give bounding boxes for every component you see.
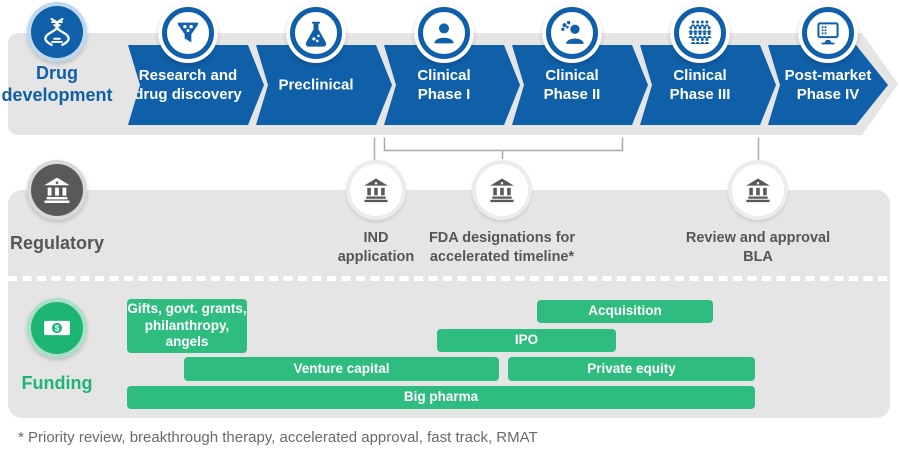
crowd-icon (670, 3, 730, 63)
funding-bar-private-equity: Private equity (508, 357, 755, 381)
monitor-icon (798, 3, 858, 63)
regulatory-label: Regulatory (9, 233, 105, 253)
drug-development-label: Drug development (1, 63, 113, 105)
funding-bar-acquisition: Acquisition (537, 300, 713, 323)
funding-label: Funding (21, 373, 93, 393)
funnel-icon (158, 3, 218, 63)
stage-chevron-phase3: Clinical Phase III (640, 45, 776, 125)
svg-text:$: $ (55, 323, 60, 333)
stage-label: Post-market Phase IV (784, 67, 872, 103)
funding-bar-ipo: IPO (437, 329, 616, 352)
money-icon: $ (27, 298, 87, 358)
dashed-separator (8, 276, 890, 281)
stage-chevron-phase1: Clinical Phase I (384, 45, 520, 125)
bank-icon (472, 160, 532, 220)
bank-icon (728, 160, 788, 220)
stage-label: Clinical Phase III (669, 67, 731, 103)
footnote: * Priority review, breakthrough therapy,… (18, 429, 538, 446)
patient-group-icon (542, 3, 602, 63)
stage-label: Research and drug discovery (134, 67, 242, 103)
stage-label: Preclinical (278, 76, 354, 94)
stage-label: Clinical Phase II (543, 67, 601, 103)
stage-label: Clinical Phase I (417, 67, 471, 103)
bank-icon (27, 160, 87, 220)
milestone-label-fda: FDA designations for accelerated timelin… (428, 230, 576, 265)
funding-bar-gifts: Gifts, govt. grants, philanthropy, angel… (127, 299, 247, 353)
patient-icon (414, 3, 474, 63)
dna-icon (27, 2, 87, 62)
funding-bar-big-pharma: Big pharma (127, 386, 755, 409)
flask-icon (286, 3, 346, 63)
funding-bar-venture-capital: Venture capital (184, 357, 499, 381)
milestone-label-ind: IND application (337, 230, 415, 265)
milestone-label-bla: Review and approval BLA (685, 230, 831, 265)
bank-icon (346, 160, 406, 220)
